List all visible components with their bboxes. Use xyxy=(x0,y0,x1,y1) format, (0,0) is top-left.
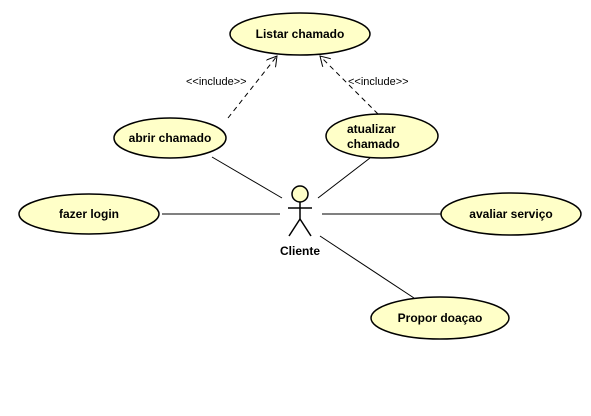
include-dependencies xyxy=(227,56,379,119)
association-propor-doacao xyxy=(319,235,415,299)
use-case-propor-doacao[interactable]: Propor doaçao xyxy=(370,296,510,340)
use-case-abrir-chamado[interactable]: abrir chamado xyxy=(113,117,227,159)
include-arrow-abrir-to-listar xyxy=(227,56,277,119)
use-case-listar-chamado[interactable]: Listar chamado xyxy=(229,12,371,56)
use-case-label: avaliar serviço xyxy=(469,207,552,221)
association-abrir-chamado xyxy=(211,156,283,199)
use-case-label: Listar chamado xyxy=(256,27,345,41)
use-case-label: Propor doaçao xyxy=(398,311,483,325)
association-atualizar-chamado xyxy=(317,157,371,199)
actor-stick-figure-icon xyxy=(288,185,312,237)
associations xyxy=(162,156,442,299)
use-case-label-line1: atualizar xyxy=(347,122,396,136)
use-case-avaliar-servico[interactable]: avaliar serviço xyxy=(440,192,582,236)
include-label-left: <<include>> xyxy=(186,76,247,88)
include-label-right: <<include>> xyxy=(348,76,409,88)
use-case-label: abrir chamado xyxy=(129,131,212,145)
actor-cliente[interactable]: Cliente xyxy=(280,185,320,258)
include-arrow-atualizar-to-listar xyxy=(320,56,379,115)
actor-label: Cliente xyxy=(280,244,320,258)
use-case-fazer-login[interactable]: fazer login xyxy=(18,193,160,235)
use-case-label: fazer login xyxy=(59,207,119,221)
use-case-atualizar-chamado[interactable]: atualizar chamado xyxy=(325,113,439,159)
use-case-label-line2: chamado xyxy=(347,137,400,151)
